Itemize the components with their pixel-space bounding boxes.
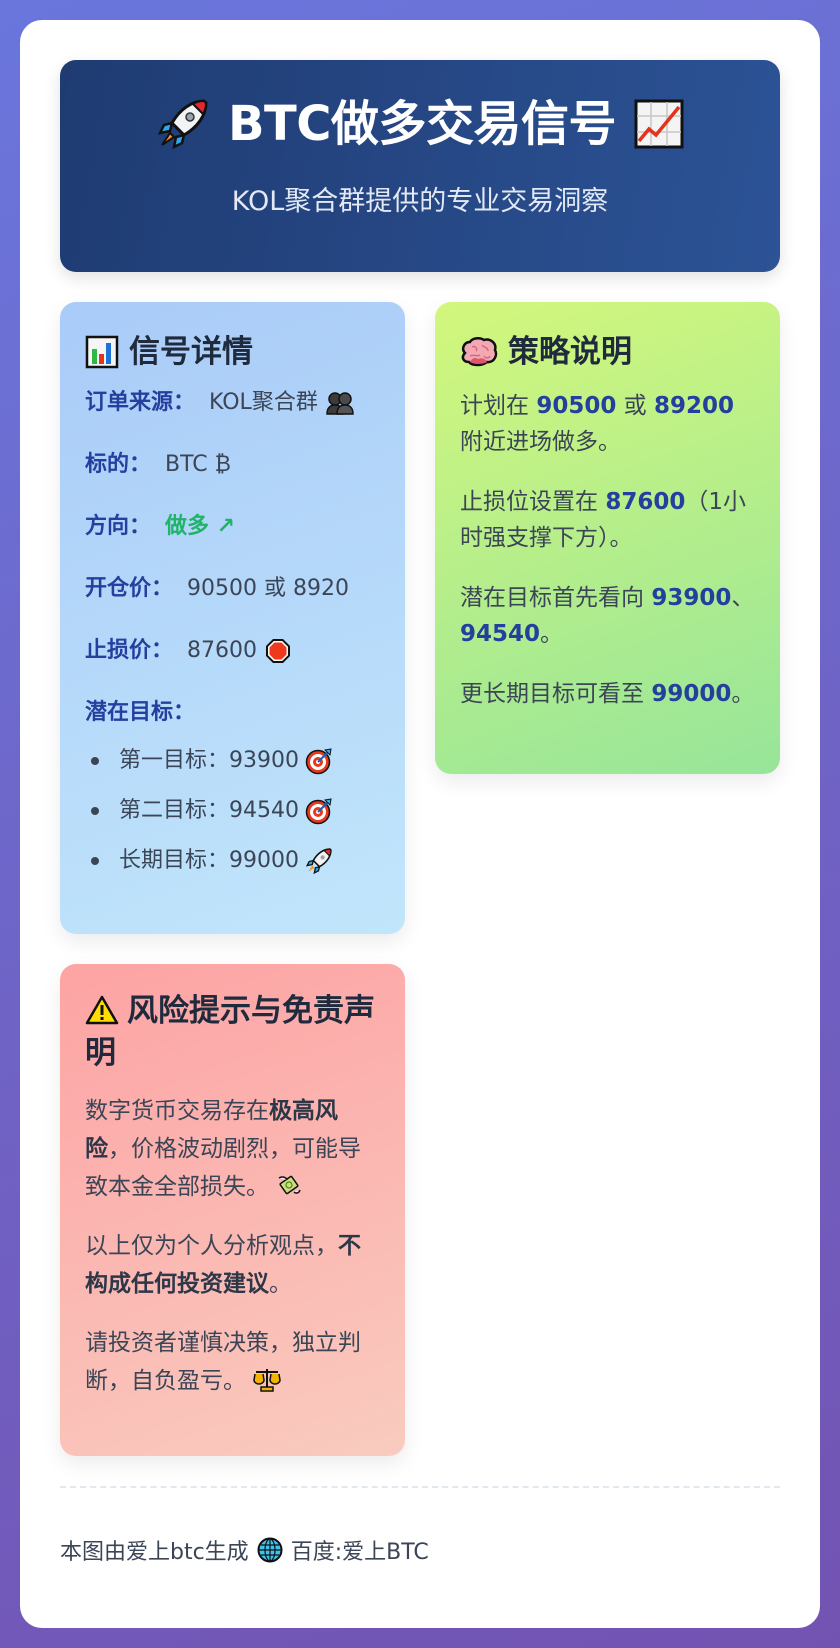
signal-row-direction: 方向： 做多 ↗ — [85, 512, 380, 542]
signal-row-source: 订单来源： KOL聚合群 — [85, 388, 380, 418]
target-icon — [305, 747, 333, 775]
chart-increasing-icon — [634, 99, 684, 149]
footer-divider — [60, 1486, 780, 1488]
entry-value: 90500 或 8920 — [187, 576, 349, 601]
money-with-wings-icon — [276, 1172, 302, 1198]
signal-details-card: 信号详情 订单来源： KOL聚合群 标的： BTC ₿ 方向： 做多 ↗ — [60, 302, 405, 934]
target-item: 第二目标：94540 — [85, 796, 380, 826]
target-item: 第一目标：93900 — [85, 746, 380, 776]
warning-icon — [85, 995, 119, 1025]
source-label: 订单来源： — [85, 390, 196, 415]
direction-label: 方向： — [85, 514, 152, 539]
people-icon — [326, 391, 354, 415]
bar-chart-icon — [85, 335, 119, 369]
rocket-icon — [156, 97, 210, 151]
strategy-card: 策略说明 计划在 90500 或 89200 附近进场做多。 止损位设置在 87… — [435, 302, 780, 774]
header-banner: BTC做多交易信号 KOL聚合群提供的专业交易洞察 — [60, 60, 780, 272]
content-grid: 信号详情 订单来源： KOL聚合群 标的： BTC ₿ 方向： 做多 ↗ — [60, 302, 780, 1456]
signal-row-stoploss: 止损价： 87600 — [85, 636, 380, 666]
stop-sign-icon — [265, 638, 291, 664]
left-column: 信号详情 订单来源： KOL聚合群 标的： BTC ₿ 方向： 做多 ↗ — [60, 302, 405, 1456]
footer-credit: 本图由爱上btc生成 — [60, 1540, 249, 1565]
entry-label: 开仓价： — [85, 576, 174, 601]
bullet-icon — [91, 857, 99, 865]
risk-disclaimer-title: 风险提示与免责声明 — [85, 993, 375, 1071]
risk-disclaimer-card: 风险提示与免责声明 数字货币交易存在极高风险，价格波动剧烈，可能导致本金全部损失… — [60, 964, 405, 1456]
stoploss-label: 止损价： — [85, 638, 174, 663]
right-column: 策略说明 计划在 90500 或 89200 附近进场做多。 止损位设置在 87… — [435, 302, 780, 774]
risk-paragraph-3: 请投资者谨慎决策，独立判断，自负盈亏。 — [85, 1330, 361, 1394]
symbol-label: 标的： — [85, 452, 152, 477]
target-icon — [305, 797, 333, 825]
page-container: BTC做多交易信号 KOL聚合群提供的专业交易洞察 信号详情 订单来源： KOL… — [20, 20, 820, 1628]
risk-paragraph-2: 以上仅为个人分析观点，不构成任何投资建议。 — [85, 1233, 361, 1297]
targets-list: 第一目标：93900 第二目标：94540 长期 — [85, 746, 380, 876]
strategy-paragraph-2: 止损位设置在 87600（1小时强支撑下方）。 — [460, 489, 746, 551]
strategy-paragraph-1: 计划在 90500 或 89200 附近进场做多。 — [460, 393, 734, 455]
source-value: KOL聚合群 — [209, 390, 318, 415]
stoploss-value: 87600 — [187, 638, 258, 663]
strategy-title: 策略说明 — [460, 328, 755, 376]
signal-row-symbol: 标的： BTC ₿ — [85, 450, 380, 480]
direction-value: 做多 ↗ — [165, 514, 236, 539]
bullet-icon — [91, 807, 99, 815]
footer: 本图由爱上btc生成 百度:爱上BTC — [60, 1534, 780, 1566]
signal-row-entry: 开仓价： 90500 或 8920 — [85, 574, 380, 604]
target-item: 长期目标：99000 — [85, 846, 380, 876]
page-title: BTC做多交易信号 — [60, 94, 780, 154]
targets-label: 潜在目标： — [85, 700, 196, 725]
balance-scale-icon — [253, 1366, 282, 1392]
page-subtitle: KOL聚合群提供的专业交易洞察 — [231, 186, 609, 217]
risk-paragraph-1: 数字货币交易存在极高风险，价格波动剧烈，可能导致本金全部损失。 — [85, 1098, 361, 1200]
strategy-paragraph-4: 更长期目标可看至 99000。 — [460, 681, 755, 707]
strategy-paragraph-3: 潜在目标首先看向 93900、94540。 — [460, 585, 755, 647]
footer-baidu: 百度:爱上BTC — [290, 1540, 429, 1565]
symbol-value: BTC ₿ — [165, 452, 231, 477]
globe-icon — [257, 1537, 283, 1563]
page-title-text: BTC做多交易信号 — [227, 96, 617, 152]
rocket-icon — [305, 847, 333, 875]
brain-icon — [460, 337, 498, 367]
bullet-icon — [91, 757, 99, 765]
signal-details-title: 信号详情 — [85, 328, 380, 376]
